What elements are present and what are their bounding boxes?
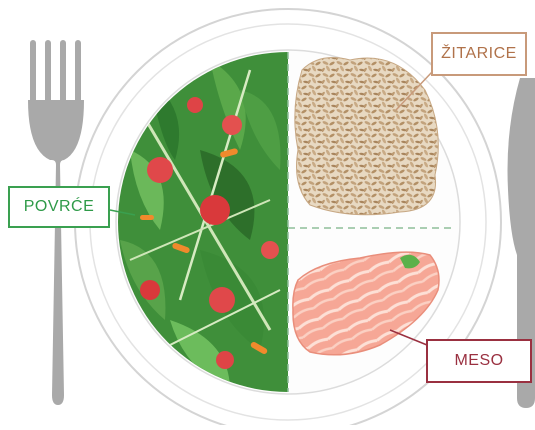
meat-label: MESO bbox=[426, 339, 532, 383]
vegetables-label: POVRĆE bbox=[8, 186, 110, 228]
grains-section bbox=[295, 58, 439, 215]
grains-label: ŽITARICE bbox=[431, 32, 527, 76]
